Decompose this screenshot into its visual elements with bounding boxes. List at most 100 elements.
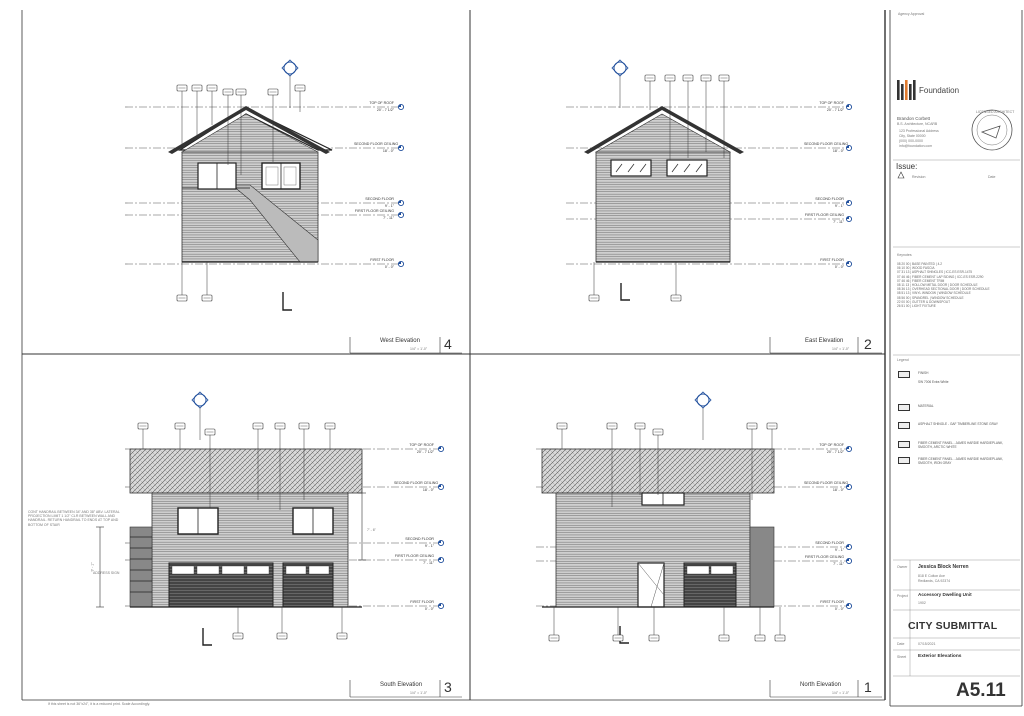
view-number-south: 3 [444, 679, 452, 695]
view-title-north-label: North Elevation [800, 682, 842, 688]
company-logo-icon [897, 80, 916, 100]
keynote-row: 08 51 13 | VINYL WINDOW | WINDOW SCHEDUL… [897, 291, 971, 296]
sheet-title: Exterior Elevations [918, 654, 962, 659]
level-elevation: 20' - 7 1/2" [376, 107, 394, 112]
level-name: SECOND FLOOR [405, 537, 434, 541]
level-elevation: 7' - 11" [833, 219, 844, 224]
issue-col-date: Date [988, 175, 996, 179]
project-label: Project [897, 594, 908, 598]
owner-label: Owner [897, 565, 908, 569]
keynote-row: 06 10 00 | WOOD FASCIA [897, 266, 935, 271]
level-name: FIRST FLOOR [820, 600, 844, 604]
level-name: FIRST FLOOR CEILING [394, 554, 434, 558]
view-number-west: 4 [444, 336, 452, 352]
legend-text: SW 7006 Extra White [918, 380, 949, 384]
keynote-row: 07 46 46 | FIBER CEMENT LAP SIDING | ICC… [897, 274, 984, 279]
level-elevation: 18' - 0" [422, 487, 434, 492]
submittal-status: CITY SUBMITTAL [908, 620, 998, 632]
contact-line-2: City, State 00000 [899, 134, 926, 138]
level-name: SECOND FLOOR [815, 541, 844, 545]
level-name: FIRST FLOOR CEILING [804, 555, 844, 559]
level-elevation: 7' - 11" [383, 215, 394, 220]
view-reference-marker-icon [191, 391, 209, 440]
view-scale-west: 1/4" = 1'-0" [410, 347, 428, 351]
legend-swatch [898, 422, 910, 429]
legend-text: FIBER CEMENT PANEL - JAMES HARDIE HARDIE… [918, 441, 1004, 449]
level-elevation: 18' - 0" [832, 487, 844, 492]
view-reference-marker-icon [611, 59, 629, 108]
contact-line-4: info@foundation.com [899, 144, 933, 148]
level-name: FIRST FLOOR [370, 258, 394, 262]
level-elevation: 7' - 11" [423, 560, 434, 565]
legend-text: ASPHALT SHINGLE - GAF TIMBERLINE STONE G… [918, 422, 998, 426]
view-reference-marker-icon [694, 391, 712, 440]
keynotes-title: Keynotes [897, 253, 912, 257]
level-name: SECOND FLOOR [365, 197, 394, 201]
reduced-print-note: If this sheet is not 36"x24", it is a re… [48, 702, 151, 706]
level-elevation: 0' - 0" [834, 264, 844, 269]
architect-credentials: B.S. Architecture, NCARB [897, 122, 938, 126]
owner-name: Jessica Block Nerren [918, 564, 969, 570]
address-line-2: Redlands, CA 92374 [918, 579, 951, 583]
legend-swatch [898, 441, 910, 448]
level-elevation: 18' - 0" [382, 148, 394, 153]
legend-swatch [898, 404, 910, 411]
keynote-row: 08 56 00 | SPANDREL | WINDOW SCHEDULE [897, 295, 964, 300]
architect-name: Brandon Corbett [897, 116, 931, 121]
stair-handrail-note: CONT HANDRAIL BETWEEN 34" AND 38" ABV. L… [28, 510, 120, 527]
company-name: Foundation [919, 86, 960, 95]
legend-text: MATERIAL [918, 404, 934, 408]
project-number: 1902 [918, 601, 926, 605]
view-scale-south: 1/4" = 1'-0" [410, 691, 428, 695]
level-elevation: 0' - 0" [834, 606, 844, 611]
level-elevation: 7' - 11" [833, 561, 844, 566]
issue-title: Issue: [896, 162, 918, 171]
level-elevation: 20' - 7 1/2" [416, 449, 434, 454]
legend-swatch [898, 371, 910, 378]
keynote-row: 08 20 00 | BASE PAINTED | 4.2 [897, 262, 943, 266]
sheet-number: A5.11 [956, 680, 1006, 701]
keynote-row: 08 36 13 | OVERHEAD SECTIONAL DOOR | DOO… [897, 287, 990, 292]
level-name: SECOND FLOOR CEILING [354, 142, 399, 146]
project-name: Accessory Dwelling Unit [918, 592, 972, 597]
view-title-east-label: East Elevation [805, 338, 844, 344]
keynote-row: 07 31 13 | ASPHALT SHINGLES | ICC-ES ESR… [897, 270, 973, 275]
keynote-row: 07 46 46 | FIBER CEMENT TRIM [897, 278, 945, 283]
level-elevation: 9' - 1" [834, 547, 844, 552]
agency-approval-label: Agency Approval [898, 12, 925, 16]
address-sign-note: ADDRESS SIGN [93, 571, 120, 575]
address-line-1: 818 E Colton Ave [918, 574, 945, 578]
level-name: SECOND FLOOR [815, 197, 844, 201]
architect-seal-icon [971, 109, 1013, 151]
level-name: TOP OF ROOF [409, 443, 434, 447]
level-name: FIRST FLOOR CEILING [804, 213, 844, 217]
level-elevation: 20' - 7 1/2" [826, 449, 844, 454]
date-value: 07/15/2021 [918, 642, 936, 646]
level-elevation: 9' - 1" [834, 203, 844, 208]
level-name: FIRST FLOOR CEILING [354, 209, 394, 213]
level-elevation: 20' - 7 1/2" [826, 107, 844, 112]
view-reference-marker-icon [281, 59, 299, 108]
keynote-row: 08 11 13 | HOLLOW METAL DOOR | DOOR SCHE… [897, 283, 978, 287]
level-name: SECOND FLOOR CEILING [804, 142, 849, 146]
keynote-row: 26 51 00 | LIGHT FIXTURE [897, 304, 936, 308]
level-elevation: 9' - 1" [424, 543, 434, 548]
view-number-north: 1 [864, 679, 872, 695]
south-dim-upper: 7' - 6" [367, 528, 376, 532]
south-dim-lower: 9' - 1" [90, 562, 95, 572]
view-title-south-label: South Elevation [380, 682, 423, 688]
seal-text: LICENSED ARCHITECT [976, 110, 1015, 114]
level-name: SECOND FLOOR CEILING [804, 481, 849, 485]
view-scale-north: 1/4" = 1'-0" [832, 691, 850, 695]
keynote-row: 22 00 00 | GUTTER & DOWNSPOUT [897, 299, 951, 304]
east-elevation-drawing [584, 106, 744, 301]
legend-text: FINISH [918, 371, 929, 375]
date-label: Date [897, 642, 905, 646]
level-elevation: 18' - 0" [832, 148, 844, 153]
level-elevation: 0' - 0" [384, 264, 394, 269]
legend-text: FIBER CEMENT PANEL - JAMES HARDIE HARDIE… [918, 457, 1004, 465]
view-title-east [769, 337, 882, 354]
legend-title: Legend [897, 358, 909, 362]
view-title-north [769, 680, 882, 698]
